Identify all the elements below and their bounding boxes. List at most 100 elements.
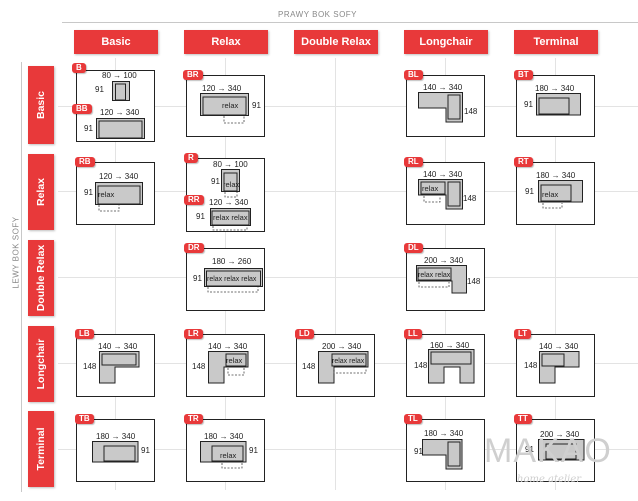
- width-r: 80 → 100: [213, 160, 248, 169]
- tag-tl: TL: [404, 414, 422, 424]
- depth-tt: 91: [525, 445, 534, 454]
- depth-rb: 91: [84, 188, 93, 197]
- width-b: 80 → 100: [102, 71, 137, 80]
- sofa-ll: [428, 349, 475, 384]
- sofa-tr: relax: [200, 441, 247, 469]
- depth-ld: 148: [302, 362, 316, 371]
- top-axis-line: [62, 22, 638, 23]
- row-header-double-relax-label: Double Relax: [35, 244, 47, 312]
- depth-dr: 91: [193, 274, 202, 283]
- sofa-b: [112, 81, 130, 101]
- relax-label-dr: relax relax relax: [207, 276, 257, 283]
- tag-lb: LB: [75, 329, 94, 339]
- depth-tl: 91: [414, 447, 423, 456]
- tag-br: BR: [183, 70, 203, 80]
- sofa-rl: relax: [418, 179, 463, 210]
- tag-b: B: [72, 63, 86, 73]
- grid-h-1: [58, 106, 638, 107]
- width-rb: 120 → 340: [99, 172, 139, 181]
- width-lt: 140 → 340: [539, 342, 579, 351]
- row-header-double-relax: Double Relax: [28, 240, 54, 316]
- depth-bl: 148: [464, 107, 478, 116]
- column-header-longchair: Longchair: [404, 30, 488, 54]
- sofa-tt: [538, 439, 585, 461]
- relax-label-br: relax: [222, 101, 239, 110]
- sofa-dl: relax relax: [416, 265, 467, 294]
- depth-rl: 148: [463, 194, 477, 203]
- tag-ll: LL: [404, 329, 422, 339]
- cell-tb: [76, 419, 155, 482]
- sofa-rr: relax relax: [210, 208, 251, 231]
- width-lb: 140 → 340: [98, 342, 138, 351]
- width-tb: 180 → 340: [96, 432, 136, 441]
- depth-rt: 91: [525, 187, 534, 196]
- sofa-lt: [539, 351, 580, 384]
- row-header-basic: Basic: [28, 66, 54, 144]
- tag-tr: TR: [184, 414, 203, 424]
- row-header-relax-label: Relax: [35, 177, 47, 207]
- sofa-bb: [96, 118, 145, 139]
- width-br: 120 → 340: [202, 84, 242, 93]
- depth-bt: 91: [524, 100, 533, 109]
- tag-rl: RL: [404, 157, 423, 167]
- tag-ld: LD: [295, 329, 314, 339]
- row-header-terminal-label: Terminal: [35, 427, 47, 471]
- width-lr: 140 → 340: [208, 342, 248, 351]
- column-header-double-relax: Double Relax: [294, 30, 378, 54]
- tag-rt: RT: [514, 157, 533, 167]
- width-bt: 180 → 340: [535, 84, 575, 93]
- cell-lb: [76, 334, 155, 397]
- depth-ll: 148: [414, 361, 428, 370]
- tag-bb: BB: [72, 104, 92, 114]
- tag-tb: TB: [75, 414, 94, 424]
- depth-rr: 91: [196, 212, 205, 221]
- grid-h-3: [58, 277, 638, 278]
- depth-br: 91: [252, 101, 261, 110]
- width-tl: 180 → 340: [424, 429, 464, 438]
- row-header-terminal: Terminal: [28, 411, 54, 487]
- width-dr: 180 → 260: [212, 257, 252, 266]
- width-dl: 200 → 340: [424, 256, 464, 265]
- tag-rb: RB: [75, 157, 95, 167]
- width-bl: 140 → 340: [423, 83, 463, 92]
- sofa-lr: relax: [208, 351, 249, 384]
- tag-tt: TT: [514, 414, 532, 424]
- tag-bl: BL: [404, 70, 423, 80]
- tag-bt: BT: [514, 70, 533, 80]
- width-tt: 200 → 340: [540, 430, 580, 439]
- sofa-tl: [422, 439, 463, 470]
- row-header-longchair: Longchair: [28, 326, 54, 402]
- sofa-ld: relax relax: [318, 351, 369, 384]
- width-rl: 140 → 340: [423, 170, 463, 179]
- tag-r: R: [184, 153, 198, 163]
- sofa-lb: [99, 351, 140, 384]
- relax-label-dl: relax relax: [418, 272, 451, 279]
- relax-label-r: relax: [223, 180, 240, 189]
- tag-lt: LT: [514, 329, 532, 339]
- depth-tb: 91: [141, 446, 150, 455]
- relax-label-rl: relax: [422, 184, 439, 193]
- top-axis-title: PRAWY BOK SOFY: [278, 10, 358, 19]
- grid-h-2: [58, 191, 638, 192]
- tag-rr: RR: [184, 195, 204, 205]
- relax-label-ld: relax relax: [332, 358, 365, 365]
- sofa-br: relax: [200, 93, 249, 124]
- grid-v-5: [555, 58, 556, 490]
- column-header-terminal: Terminal: [514, 30, 598, 54]
- left-axis-title: LEWY BOK SOFY: [11, 216, 21, 289]
- width-ld: 200 → 340: [322, 342, 362, 351]
- sofa-rt: relax: [538, 180, 583, 209]
- row-header-relax: Relax: [28, 154, 54, 230]
- grid-v-1: [115, 58, 116, 490]
- width-rr: 120 → 340: [209, 198, 249, 207]
- relax-label-lr: relax: [226, 356, 243, 365]
- sofa-r: relax: [221, 169, 240, 198]
- width-ll: 160 → 340: [430, 341, 470, 350]
- depth-tr: 91: [249, 446, 258, 455]
- tag-dl: DL: [404, 243, 423, 253]
- sofa-bl: [418, 92, 463, 123]
- grid-h-5: [58, 449, 638, 450]
- tag-dr: DR: [184, 243, 204, 253]
- column-header-basic: Basic: [74, 30, 158, 54]
- brand-logo: MAKAO: [484, 432, 612, 470]
